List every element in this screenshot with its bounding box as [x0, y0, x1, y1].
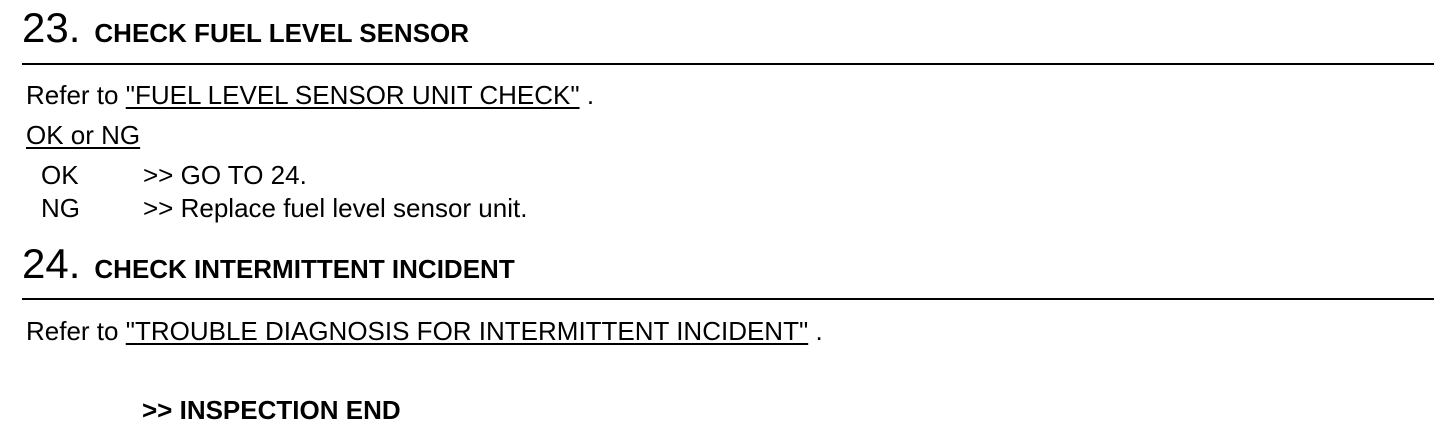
result-action-ng: >> Replace fuel level sensor unit. [143, 193, 528, 223]
trouble-diagnosis-intermittent-incident-link[interactable]: "TROUBLE DIAGNOSIS FOR INTERMITTENT INCI… [125, 316, 809, 346]
result-row-ng: NG >> Replace fuel level sensor unit. [41, 193, 741, 225]
step-24-title: CHECK INTERMITTENT INCIDENT [94, 254, 515, 284]
step-23-number: 23. [22, 4, 81, 51]
step-24-refer-line: Refer to "TROUBLE DIAGNOSIS FOR INTERMIT… [26, 316, 823, 347]
fuel-level-sensor-unit-check-link[interactable]: "FUEL LEVEL SENSOR UNIT CHECK" [125, 80, 580, 110]
step-23-divider [22, 63, 1434, 65]
step-24-number: 24. [22, 240, 81, 287]
result-code-ng: NG [41, 193, 80, 223]
step-23-heading: 23. CHECK FUEL LEVEL SENSOR [22, 4, 469, 52]
step-23-refer-line: Refer to "FUEL LEVEL SENSOR UNIT CHECK" … [26, 80, 594, 111]
step-24-heading: 24. CHECK INTERMITTENT INCIDENT [22, 240, 515, 288]
step-24-refer-prefix: Refer to [26, 316, 119, 346]
step-23-title: CHECK FUEL LEVEL SENSOR [94, 18, 470, 48]
ok-ng-label: OK or NG [26, 120, 141, 150]
step-24-refer-suffix: . [815, 316, 823, 346]
step-23-refer-prefix: Refer to [26, 80, 119, 110]
result-row-ok: OK >> GO TO 24. [41, 160, 741, 192]
step-23-ok-ng-label: OK or NG [26, 120, 140, 151]
step-23-refer-suffix: . [586, 80, 595, 110]
inspection-end: >> INSPECTION END [142, 395, 401, 425]
result-code-ok: OK [41, 160, 79, 190]
step-24-divider [22, 298, 1434, 300]
result-action-ok: >> GO TO 24. [143, 160, 307, 190]
